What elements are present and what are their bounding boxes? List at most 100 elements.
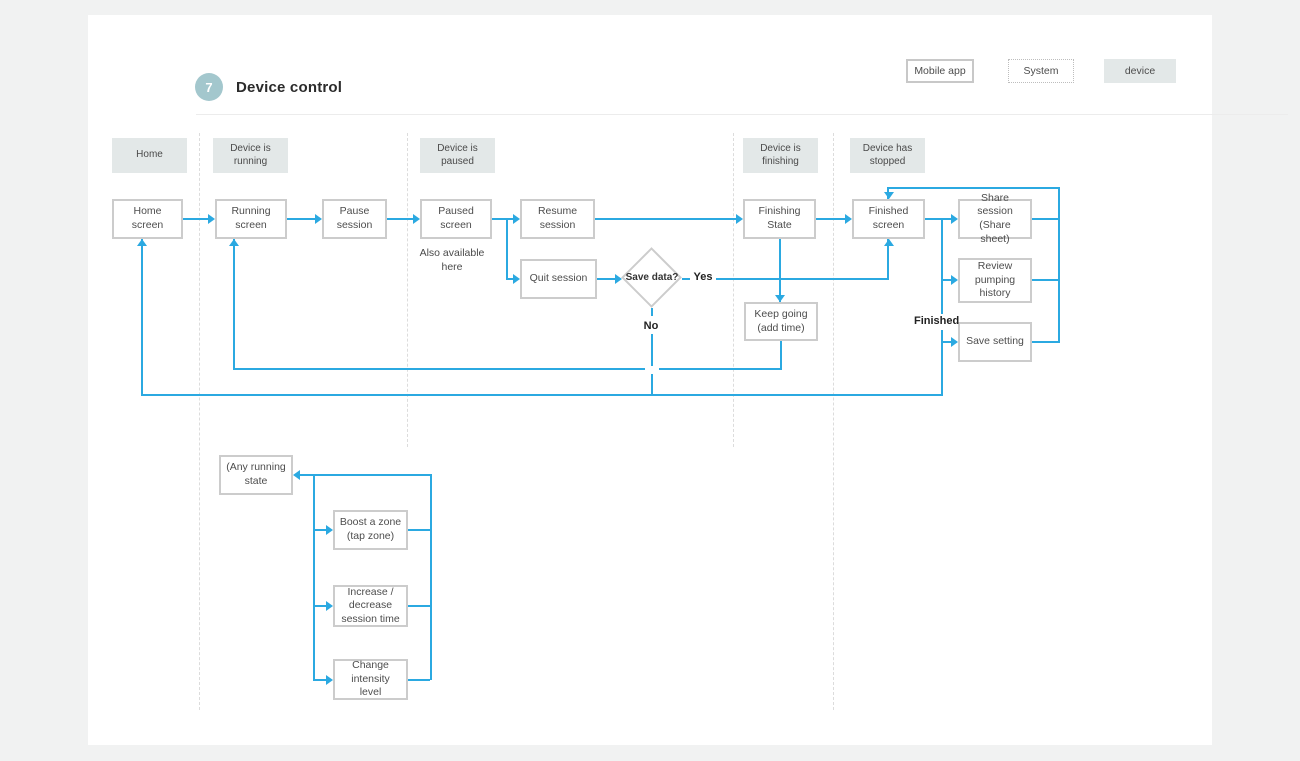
connector (141, 394, 943, 396)
connector (430, 474, 432, 680)
node-finishing-state: Finishing State (743, 199, 816, 239)
connector (387, 218, 413, 220)
node-keep-going: Keep going (add time) (744, 302, 818, 341)
node-quit-session: Quit session (520, 259, 597, 299)
connector (941, 341, 951, 343)
edge-label-finished: Finished (914, 315, 960, 327)
arrowhead (326, 601, 333, 611)
connector (313, 605, 326, 607)
connector (816, 218, 845, 220)
connector (233, 368, 645, 370)
node-paused-screen: Paused screen (420, 199, 492, 239)
node-change-intensity: Change intensity level (333, 659, 408, 700)
arrowhead (736, 214, 743, 224)
connector (780, 341, 782, 369)
arrowhead (775, 295, 785, 302)
lane-divider (199, 133, 200, 710)
connector (1032, 341, 1060, 343)
node-running-screen: Running screen (215, 199, 287, 239)
arrowhead (293, 470, 300, 480)
connector (714, 278, 888, 280)
lane-device-stopped: Device has stopped (850, 138, 925, 173)
connector (313, 529, 326, 531)
decision-label: Save data? (625, 271, 679, 283)
lane-divider (833, 133, 834, 710)
header-divider (196, 114, 1288, 115)
arrowhead (845, 214, 852, 224)
connector (506, 218, 508, 280)
node-review-pumping-history: Review pumping history (958, 258, 1032, 303)
node-resume-session: Resume session (520, 199, 595, 239)
lane-device-paused: Device is paused (420, 138, 495, 173)
node-finished-screen: Finished screen (852, 199, 925, 239)
connector (597, 278, 615, 280)
connector (1058, 187, 1060, 343)
connector (651, 334, 653, 366)
connector (313, 679, 326, 681)
arrowhead (513, 214, 520, 224)
note-also-available-here: Also available here (419, 247, 485, 273)
legend-device: device (1104, 59, 1176, 83)
decision-save-data: Save data? (621, 247, 682, 308)
arrowhead (513, 274, 520, 284)
lane-divider (407, 133, 408, 447)
connector (492, 218, 513, 220)
node-boost-a-zone: Boost a zone (tap zone) (333, 510, 408, 550)
connector (941, 279, 951, 281)
lane-home: Home (112, 138, 187, 173)
connector (300, 474, 430, 476)
connector (141, 239, 143, 396)
page-title: Device control (236, 79, 343, 96)
connector (651, 374, 653, 396)
connector (408, 529, 430, 531)
diagram-canvas: 7 Device control Mobile app System devic… (88, 15, 1288, 745)
connector (287, 218, 315, 220)
arrowhead (413, 214, 420, 224)
connector (506, 278, 513, 280)
arrowhead (884, 192, 894, 199)
connector (408, 605, 430, 607)
connector (941, 330, 943, 396)
connector (779, 239, 781, 302)
arrowhead (884, 239, 894, 246)
node-increase-decrease-time: Increase / decrease session time (333, 585, 408, 627)
node-any-running-state: (Any running state (219, 455, 293, 495)
connector (408, 679, 430, 681)
node-share-session: Share session (Share sheet) (958, 192, 1032, 245)
step-number: 7 (205, 79, 213, 95)
arrowhead (951, 275, 958, 285)
arrowhead (951, 337, 958, 347)
arrowhead (315, 214, 322, 224)
connector (651, 308, 653, 316)
edge-label-no: No (638, 320, 664, 332)
connector (887, 187, 1060, 189)
step-number-badge: 7 (195, 73, 223, 101)
arrowhead (951, 214, 958, 224)
node-pause-session: Pause session (322, 199, 387, 239)
connector (233, 239, 235, 369)
connector (659, 368, 782, 370)
connector (595, 218, 736, 220)
legend-mobile-app: Mobile app (906, 59, 974, 83)
lane-divider (733, 133, 734, 447)
node-home-screen: Home screen (112, 199, 183, 239)
connector (183, 218, 209, 220)
connector (941, 218, 943, 314)
lane-device-running: Device is running (213, 138, 288, 173)
arrowhead (326, 525, 333, 535)
arrowhead (326, 675, 333, 685)
connector (682, 278, 692, 280)
arrowhead (229, 239, 239, 246)
connector (313, 474, 315, 680)
lane-device-finishing: Device is finishing (743, 138, 818, 173)
connector (925, 218, 951, 220)
connector (1032, 218, 1060, 220)
connector (887, 239, 889, 280)
node-save-setting: Save setting (958, 322, 1032, 362)
arrowhead (137, 239, 147, 246)
legend-system: System (1008, 59, 1074, 83)
arrowhead (208, 214, 215, 224)
connector (1032, 279, 1060, 281)
arrowhead (615, 274, 622, 284)
edge-label-yes: Yes (690, 271, 716, 283)
